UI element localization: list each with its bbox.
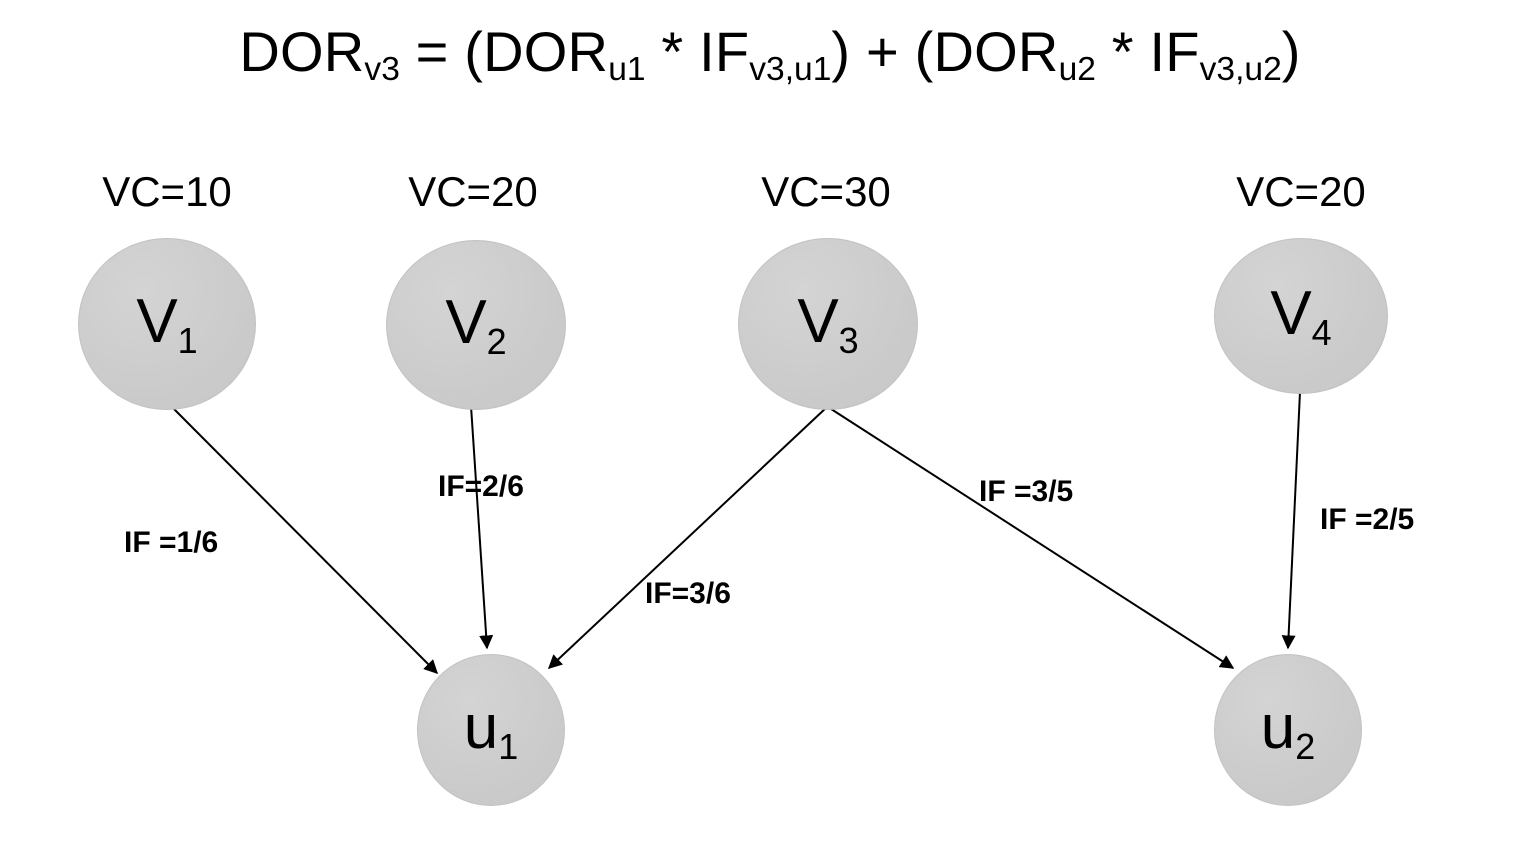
node-v4-label: V4 [1270, 279, 1332, 353]
edge-label-v4-u2: IF =2/5 [1320, 503, 1415, 536]
formula-term1-base: DOR [483, 20, 609, 83]
node-u1-label: u1 [463, 693, 519, 767]
node-v1[interactable]: V1 [78, 238, 256, 410]
formula-equals-open: = ( [399, 20, 484, 83]
node-v2-label: V2 [445, 288, 507, 362]
edge-label-v3-u1: IF=3/6 [645, 577, 731, 610]
node-u2-label: u2 [1260, 693, 1316, 767]
edge-label-v2-u1: IF=2/6 [438, 470, 524, 503]
formula-term4-base: IF [1149, 20, 1200, 83]
formula-term4-sub: v3,u2 [1199, 51, 1282, 89]
formula-lhs-sub: v3 [364, 51, 400, 89]
formula-term2-base: IF [699, 20, 750, 83]
formula-term1-operator: * [645, 20, 700, 83]
formula-term2-sub: v3,u1 [749, 51, 832, 89]
node-u1[interactable]: u1 [417, 654, 565, 806]
edge-v2-u1 [470, 405, 494, 650]
node-v3[interactable]: V3 [738, 238, 918, 410]
vc-label-v2: VC=20 [408, 168, 538, 215]
node-v2[interactable]: V2 [386, 240, 566, 410]
formula-term3-base: DOR [933, 20, 1059, 83]
vc-label-v1: VC=10 [102, 168, 232, 215]
node-v4[interactable]: V4 [1214, 238, 1388, 394]
node-v1-label: V1 [136, 287, 198, 361]
formula-close-paren: ) [1281, 20, 1301, 83]
formula-term1-sub: u1 [608, 51, 646, 89]
edge-v4-u2 [1281, 391, 1301, 650]
formula-lhs-base: DOR [239, 20, 365, 83]
edge-v3-u1 [547, 406, 828, 669]
edge-v3-u2 [827, 406, 1235, 669]
formula-term3-sub: u2 [1058, 51, 1096, 89]
formula-middle: ) + ( [831, 20, 934, 83]
node-v3-label: V3 [797, 287, 859, 361]
edge-label-v1-u1: IF =1/6 [124, 526, 219, 559]
formula-term3-operator: * [1095, 20, 1150, 83]
node-u2[interactable]: u2 [1214, 654, 1362, 806]
edge-v1-u1 [167, 402, 438, 674]
edge-label-v3-u2: IF =3/5 [979, 475, 1074, 508]
formula-title: DORv3 = (DORu1 * IFv3,u1) + (DORu2 * IFv… [0, 24, 1540, 87]
vc-label-v4: VC=20 [1236, 168, 1366, 215]
vc-label-v3: VC=30 [761, 168, 891, 215]
